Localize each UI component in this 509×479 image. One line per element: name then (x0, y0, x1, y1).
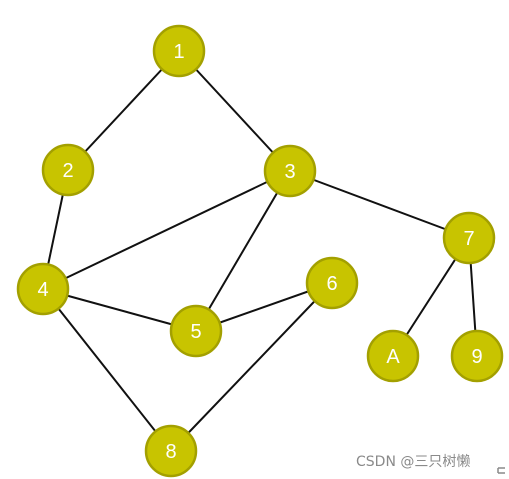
node-label-3: 3 (284, 161, 295, 183)
node-circle-4 (16, 262, 70, 316)
edge-3-5 (195, 170, 291, 332)
node-circle-5 (169, 304, 223, 358)
edge-4-8 (42, 288, 172, 452)
node-circle-1 (152, 24, 206, 78)
node-label-4: 4 (37, 279, 48, 301)
node-circle-2 (41, 143, 95, 197)
node-label-5: 5 (190, 321, 201, 343)
node-circle-6 (305, 256, 359, 310)
node-label-6: 6 (326, 273, 337, 295)
edge-6-8 (170, 282, 333, 452)
node-4: 4 (16, 262, 70, 316)
node-label-8: 8 (165, 441, 176, 463)
edge-1-3 (178, 50, 291, 172)
edge-3-7 (289, 170, 470, 239)
node-8: 8 (144, 424, 198, 478)
node-circle-8 (144, 424, 198, 478)
node-circle-7 (442, 211, 496, 265)
node-circle-3 (263, 144, 317, 198)
node-label-A: A (386, 346, 400, 368)
node-1: 1 (152, 24, 206, 78)
node-label-1: 1 (173, 41, 184, 63)
edge-4-5 (42, 288, 197, 332)
node-circle-9 (450, 329, 504, 383)
node-5: 5 (169, 304, 223, 358)
edge-1-2 (67, 50, 180, 171)
nodes-layer: 1 2 3 4 5 6 7A 9 8 (16, 24, 504, 478)
node-label-2: 2 (62, 160, 73, 182)
node-3: 3 (263, 144, 317, 198)
node-6: 6 (305, 256, 359, 310)
node-label-7: 7 (463, 228, 474, 250)
node-7: 7 (442, 211, 496, 265)
edges-layer (42, 50, 478, 452)
node-label-9: 9 (471, 346, 482, 368)
watermark-text: CSDN @三只树懒 (356, 454, 471, 470)
node-A: A (366, 329, 420, 383)
node-2: 2 (41, 143, 95, 197)
corner-mark-icon (497, 467, 505, 474)
node-9: 9 (450, 329, 504, 383)
node-circle-A (366, 329, 420, 383)
edge-3-4 (42, 170, 291, 290)
